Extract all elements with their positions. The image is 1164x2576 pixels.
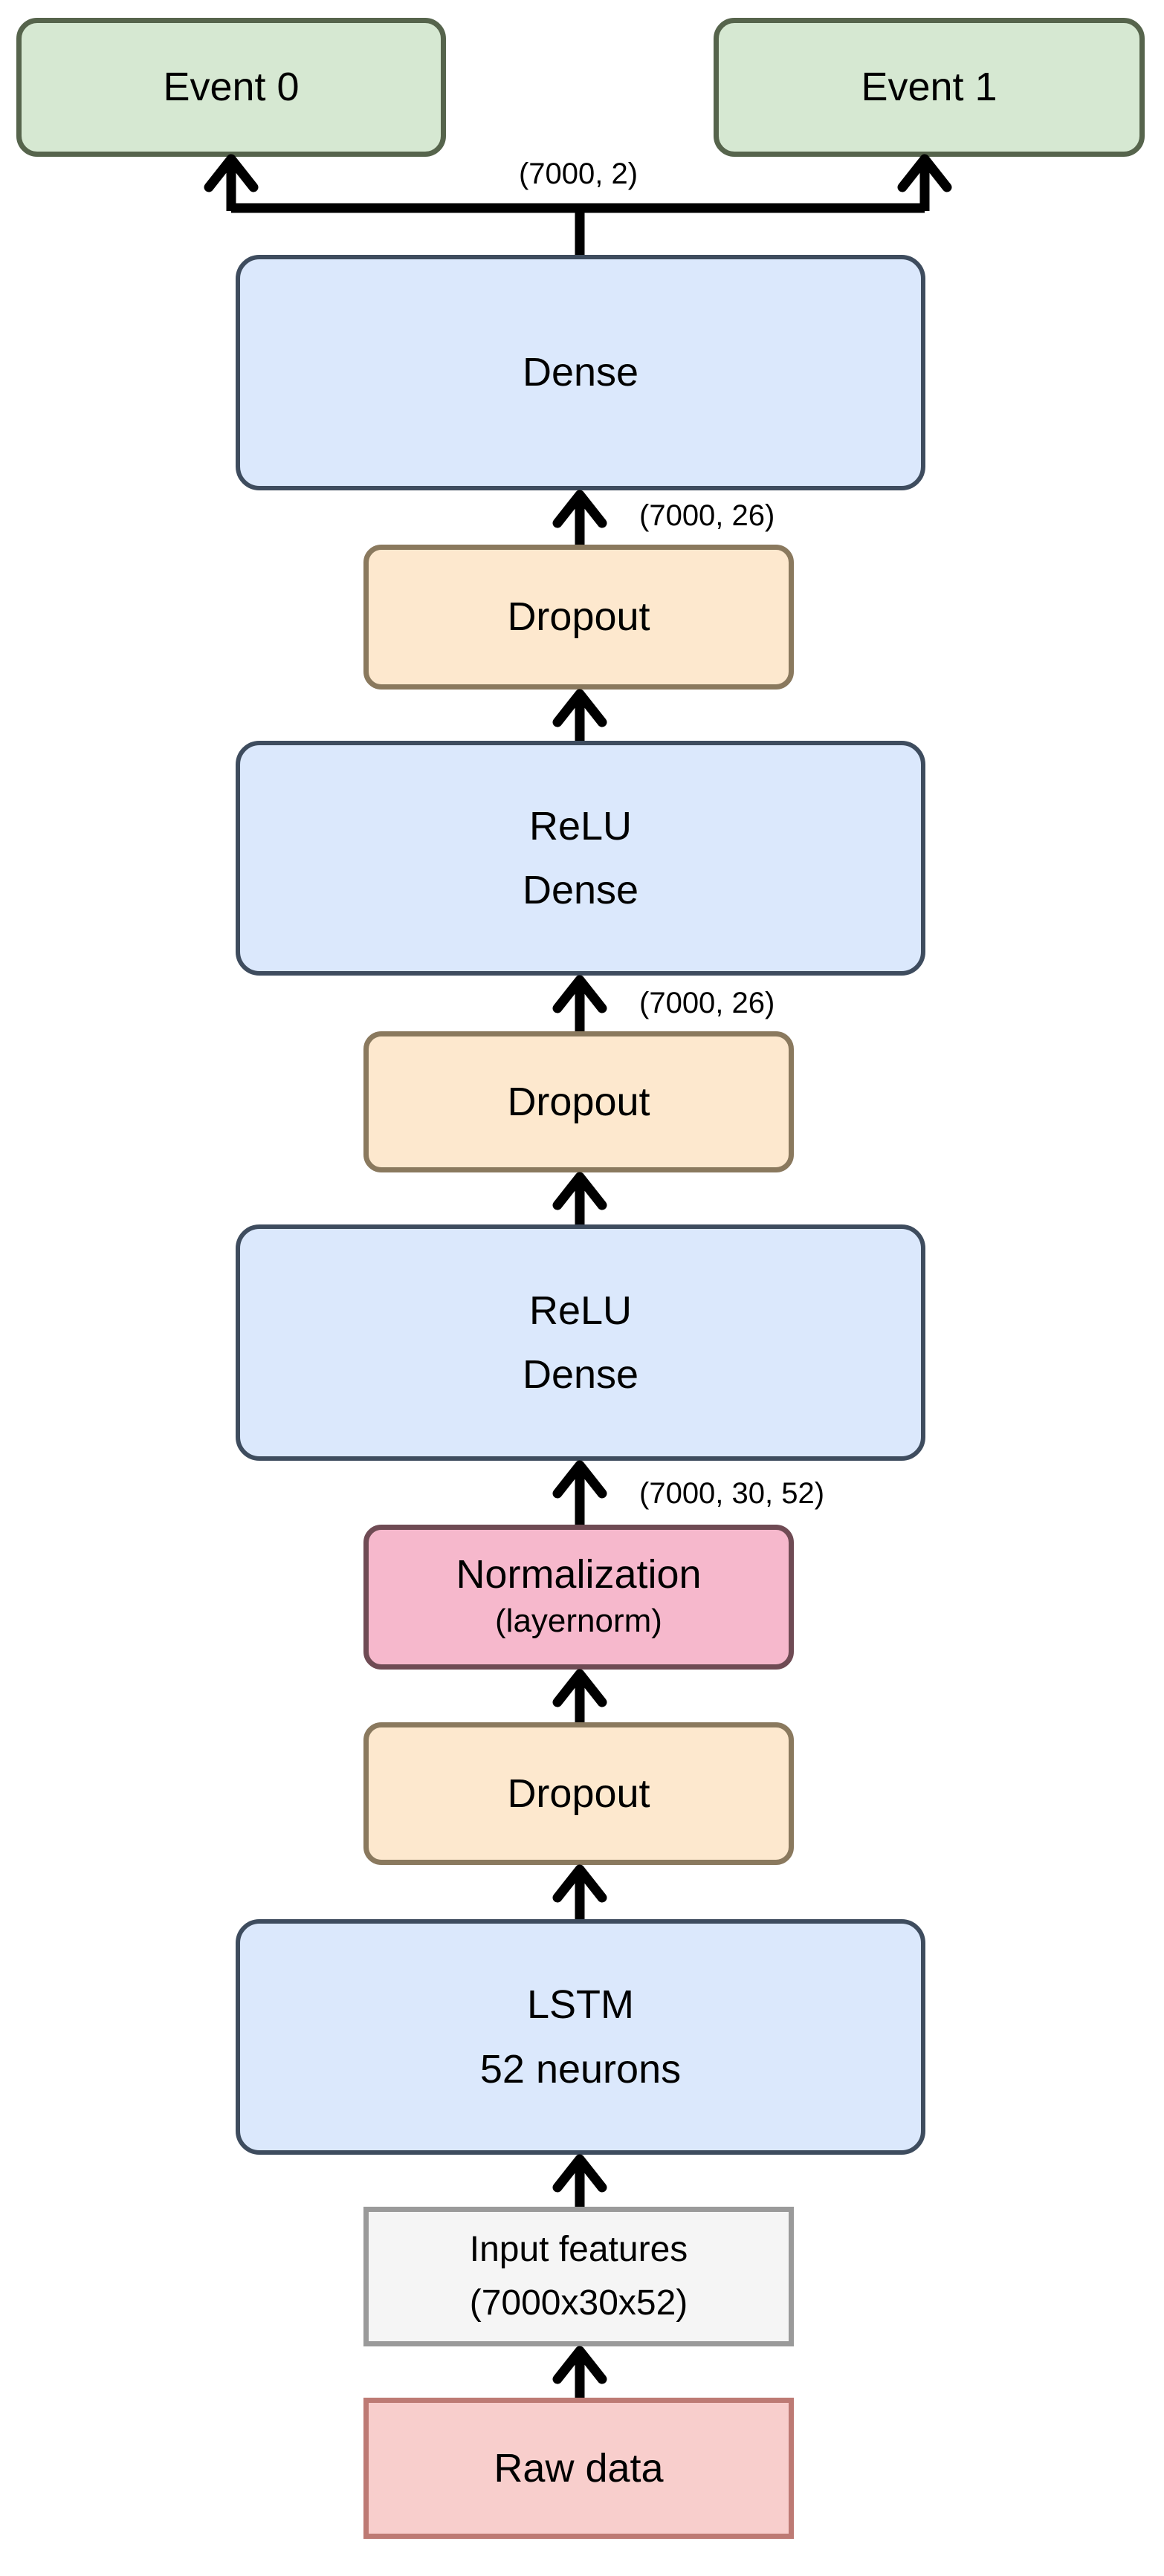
up-arrow-dropout2-to-relu1 [552, 975, 607, 1033]
shape-label-relu2-input: (7000, 30, 52) [639, 1477, 825, 1510]
up-arrow-lstm-to-dropout3 [552, 1864, 607, 1921]
node-dropout-1-label: Dropout [507, 594, 650, 640]
node-input-features: Input features (7000x30x52) [363, 2207, 794, 2346]
up-arrow-dropout1-to-dense [552, 490, 607, 546]
node-relu-dense-1-line1: ReLU [528, 803, 633, 849]
shape-label-dense-input-1: (7000, 26) [639, 499, 775, 532]
node-normalization-line2: (layernorm) [495, 1603, 662, 1640]
up-arrow-relu2-to-dropout2 [552, 1172, 607, 1226]
node-relu-dense-1-line2: Dense [522, 868, 639, 912]
node-dropout-2-label: Dropout [507, 1079, 650, 1124]
node-lstm: LSTM 52 neurons [236, 1919, 925, 2155]
node-dropout-3-label: Dropout [507, 1771, 650, 1816]
shape-label-relu1-input: (7000, 26) [639, 987, 775, 1019]
node-relu-dense-2: ReLU Dense [236, 1224, 925, 1461]
branch-connector-dense-to-events [204, 154, 952, 257]
node-normalization-line1: Normalization [456, 1552, 702, 1597]
up-arrow-input-to-lstm [552, 2154, 607, 2208]
up-arrow-raw-to-input [552, 2346, 607, 2399]
shape-label-output: (7000, 2) [518, 158, 638, 190]
up-arrow-dropout3-to-norm [552, 1669, 607, 1724]
node-raw-data-label: Raw data [494, 2445, 664, 2491]
node-event-1: Event 1 [714, 18, 1145, 157]
node-dense-output: Dense [236, 255, 925, 490]
up-arrow-relu1-to-dropout1 [552, 689, 607, 742]
node-dropout-3: Dropout [363, 1722, 794, 1865]
node-relu-dense-1: ReLU Dense [236, 741, 925, 976]
node-input-features-line1: Input features [469, 2230, 688, 2269]
node-lstm-line2: 52 neurons [479, 2046, 682, 2092]
node-dropout-1: Dropout [363, 545, 794, 690]
node-event-0-label: Event 0 [163, 65, 300, 110]
node-event-0: Event 0 [16, 18, 446, 157]
node-lstm-line1: LSTM [526, 1982, 635, 2028]
node-dense-output-label: Dense [522, 350, 639, 395]
node-normalization: Normalization (layernorm) [363, 1525, 794, 1670]
node-event-1-label: Event 1 [861, 65, 998, 110]
node-relu-dense-2-line1: ReLU [528, 1288, 633, 1333]
node-input-features-line2: (7000x30x52) [469, 2283, 688, 2323]
node-relu-dense-2-line2: Dense [522, 1352, 639, 1397]
up-arrow-norm-to-relu2 [552, 1460, 607, 1526]
node-raw-data: Raw data [363, 2398, 794, 2539]
node-dropout-2: Dropout [363, 1031, 794, 1172]
